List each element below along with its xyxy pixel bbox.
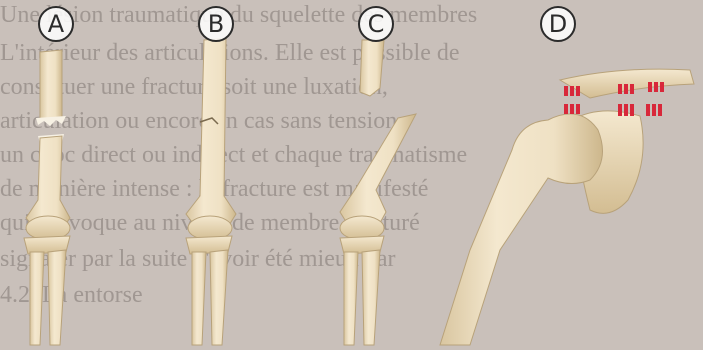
panel-label-b: B bbox=[198, 6, 234, 42]
panel-a-complete-fracture bbox=[24, 50, 70, 345]
panel-b-incomplete-fracture bbox=[186, 38, 236, 345]
panel-c-displaced-fracture bbox=[340, 40, 416, 345]
panel-label-c: C bbox=[358, 6, 394, 42]
panel-label-a: A bbox=[38, 6, 74, 42]
panel-d-shoulder-dislocation bbox=[440, 69, 694, 345]
panel-label-d: D bbox=[540, 6, 576, 42]
